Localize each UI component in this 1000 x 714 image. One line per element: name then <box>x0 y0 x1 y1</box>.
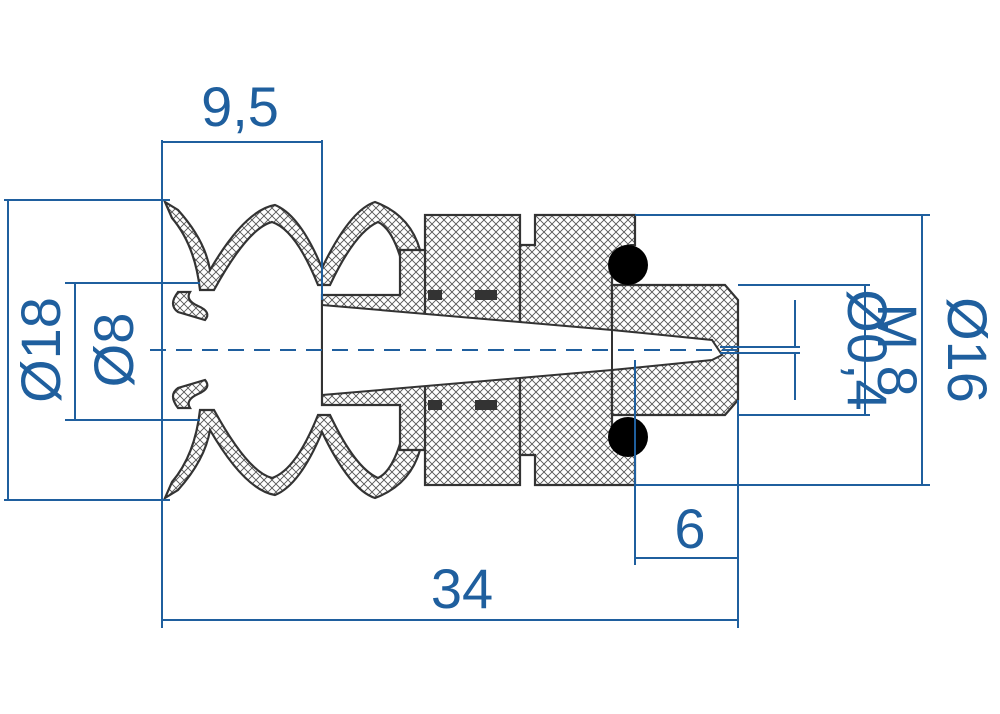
dimension-label-outer-diameter: Ø18 <box>9 297 72 403</box>
dimension-label-inner-diameter: Ø8 <box>82 313 145 388</box>
dimension-top-width: 9,5 <box>161 75 323 500</box>
dimension-label-thread-length: 6 <box>674 497 705 560</box>
dimension-label-top-width: 9,5 <box>201 75 279 138</box>
nut-groove <box>475 290 497 300</box>
o-ring-lower <box>608 417 648 457</box>
dimension-body-diameter: Ø16 <box>635 214 999 486</box>
dimension-label-orifice: Ø0,4 <box>836 289 899 410</box>
o-ring-upper <box>608 245 648 285</box>
dimension-thread-length: 6 <box>634 360 739 628</box>
dimension-label-thread: M 8 <box>866 303 929 396</box>
nut-groove <box>428 290 442 300</box>
dimension-label-total-length: 34 <box>431 557 493 620</box>
lip-upper <box>171 290 209 322</box>
dimension-inner-diameter: Ø8 <box>65 282 200 421</box>
dimension-outer-diameter: Ø18 <box>4 199 170 501</box>
nut-groove <box>475 400 497 410</box>
dimension-total-length: 34 <box>161 500 738 628</box>
bellows-upper-wave <box>162 199 422 292</box>
dimension-orifice: Ø0,4 <box>720 289 899 411</box>
bellows-lower-wave <box>162 408 422 501</box>
lip-lower <box>171 378 209 410</box>
dimension-label-body-diameter: Ø16 <box>936 297 999 403</box>
nut-groove <box>428 400 442 410</box>
dimension-thread: M 8 <box>738 284 929 416</box>
